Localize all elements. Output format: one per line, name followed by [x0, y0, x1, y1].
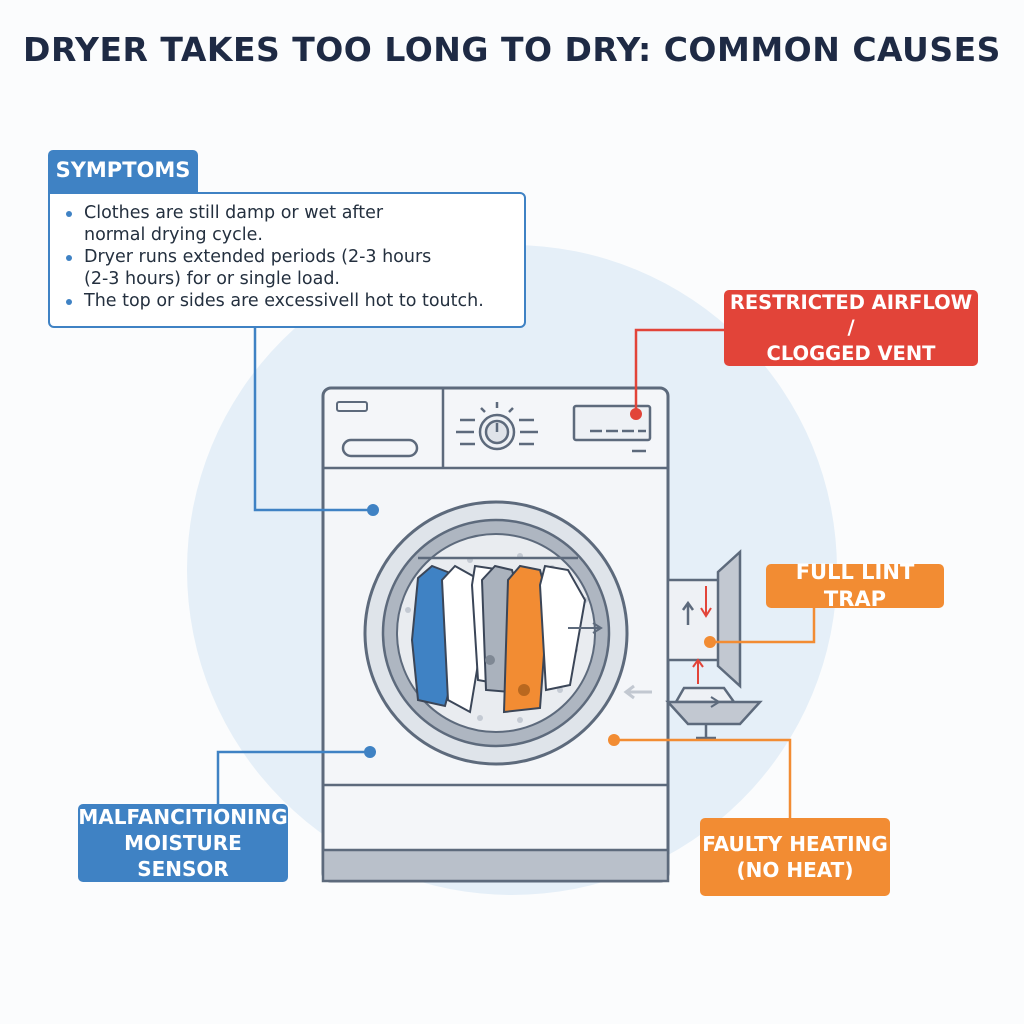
symptom-line: Clothes are still damp or wet after: [84, 203, 384, 223]
symptoms-box: Clothes are still damp or wet after norm…: [48, 192, 526, 328]
leader-heating: [614, 738, 792, 818]
cause-line: FAULTY HEATING: [702, 832, 888, 856]
cause-restricted-airflow: RESTRICTED AIRFLOW / CLOGGED VENT: [724, 290, 978, 366]
heater-icon: [665, 686, 763, 740]
cause-line: (NO HEAT): [736, 858, 854, 882]
symptoms-heading: SYMPTOMS: [48, 150, 198, 192]
cause-line: MOISTURE SENSOR: [124, 831, 242, 881]
leader-symptoms: [253, 328, 373, 512]
cause-line: MALFANCITIONING: [78, 805, 288, 829]
clothes-icon: [410, 556, 587, 714]
cause-line: CLOGGED VENT: [766, 341, 936, 365]
cause-line: FULL LINT TRAP: [795, 559, 915, 611]
cause-line: RESTRICTED AIRFLOW /: [729, 290, 973, 340]
list-item: Clothes are still damp or wet after norm…: [64, 202, 514, 246]
airflow-arrow-icon: [568, 586, 721, 708]
leader-restricted-airflow: [634, 328, 724, 414]
cause-moisture-sensor: MALFANCITIONING MOISTURE SENSOR: [78, 804, 288, 882]
page-title: DRYER TAKES TOO LONG TO DRY: COMMON CAUS…: [23, 30, 1001, 69]
control-knob-icon: [456, 402, 538, 451]
list-item: Dryer runs extended periods (2-3 hours (…: [64, 246, 514, 290]
cause-faulty-heating: FAULTY HEATING (NO HEAT): [700, 818, 890, 896]
symptom-line: normal drying cycle.: [84, 225, 263, 245]
leader-lint-trap: [710, 608, 816, 644]
symptom-line: The top or sides are excessivell hot to …: [84, 291, 484, 311]
leader-lines: [216, 328, 816, 818]
symptom-line: Dryer runs extended periods (2-3 hours: [84, 247, 432, 267]
cause-lint-trap: FULL LINT TRAP: [766, 560, 944, 611]
symptoms-list: Clothes are still damp or wet after norm…: [64, 202, 514, 312]
symptom-line: (2-3 hours) for or single load.: [84, 269, 340, 289]
list-item: The top or sides are excessivell hot to …: [64, 290, 514, 312]
vent-duct-icon: [666, 549, 742, 689]
leader-moisture-sensor: [216, 750, 370, 804]
